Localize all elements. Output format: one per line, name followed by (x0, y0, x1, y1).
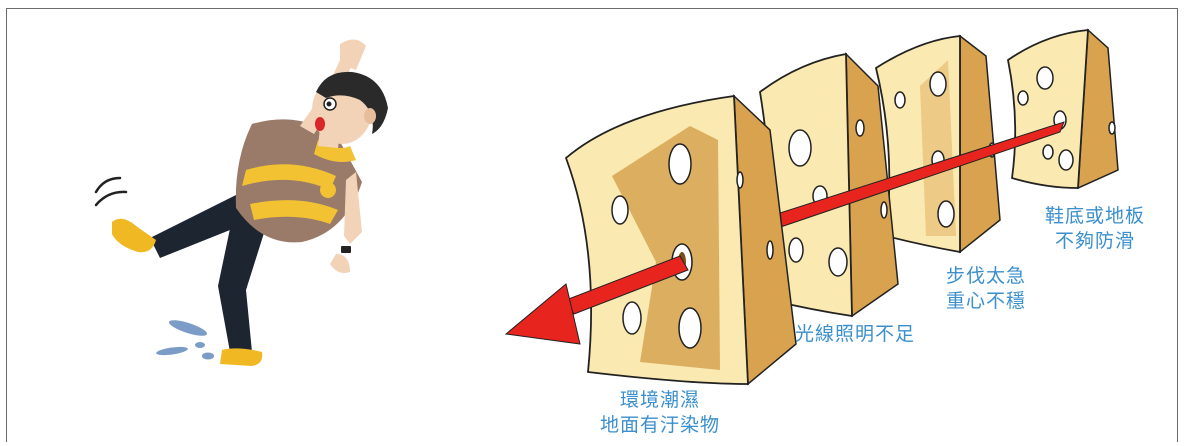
slice-1-line2: 地面有汙染物 (599, 414, 720, 436)
slice-3-line2: 重心不穩 (945, 290, 1026, 312)
slipping-person-icon (94, 39, 388, 366)
slice-4-line2: 不夠防滑 (1054, 230, 1135, 252)
water-splash-icon (156, 320, 214, 360)
slice-3-label: 步伐太急 重心不穩 (926, 264, 1046, 314)
slice-3-line1: 步伐太急 (945, 265, 1026, 287)
slice-2-line1: 光線照明不足 (794, 323, 915, 345)
slice-2-label: 光線照明不足 (780, 322, 930, 347)
cheese-slice-3 (874, 34, 1001, 254)
cheese-slice-4 (1007, 28, 1119, 190)
slice-4-line1: 鞋底或地板 (1044, 205, 1145, 227)
slice-1-line1: 環境潮濕 (619, 389, 700, 411)
slice-4-label: 鞋底或地板 不夠防滑 (1030, 204, 1160, 254)
red-arrow-head-icon (504, 255, 689, 345)
cheese-slice-1 (564, 94, 797, 386)
slice-1-label: 環境潮濕 地面有汙染物 (580, 388, 740, 438)
